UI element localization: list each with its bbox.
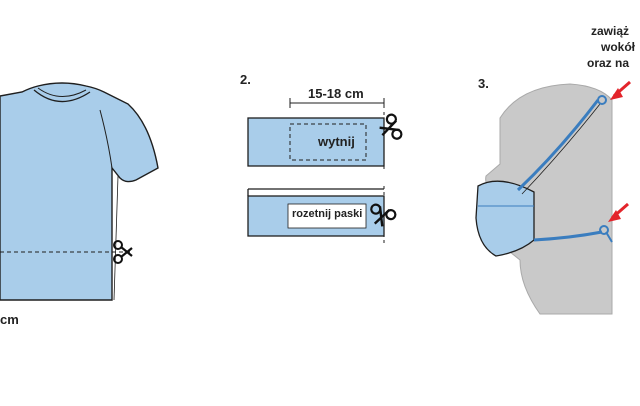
fabric-strip-top	[247, 112, 385, 172]
step3-instruction-line-1: zawiąż	[591, 24, 630, 38]
fabric-strip-bottom	[247, 186, 385, 246]
step2-strip-label: rozetnij paski	[292, 208, 363, 220]
ear-ties	[516, 95, 613, 243]
measurement-bracket	[289, 98, 385, 108]
step2-measurement: 15-18 cm	[308, 86, 364, 101]
scissors-icon	[113, 240, 133, 264]
step3-instruction-line-2: wokół	[601, 40, 636, 54]
scissors-icon	[370, 203, 397, 227]
step3-instruction-line-3: oraz na	[587, 56, 630, 70]
tshirt-illustration	[0, 82, 159, 301]
arrow-icon	[608, 202, 629, 222]
face-mask	[475, 180, 535, 257]
step3-number: 3.	[478, 76, 489, 91]
step2-cut-label: wytnij	[318, 134, 355, 149]
step1-measurement: cm	[0, 312, 19, 327]
scissors-icon	[379, 113, 403, 140]
arrow-icon	[610, 80, 631, 100]
step2-number: 2.	[240, 72, 251, 87]
